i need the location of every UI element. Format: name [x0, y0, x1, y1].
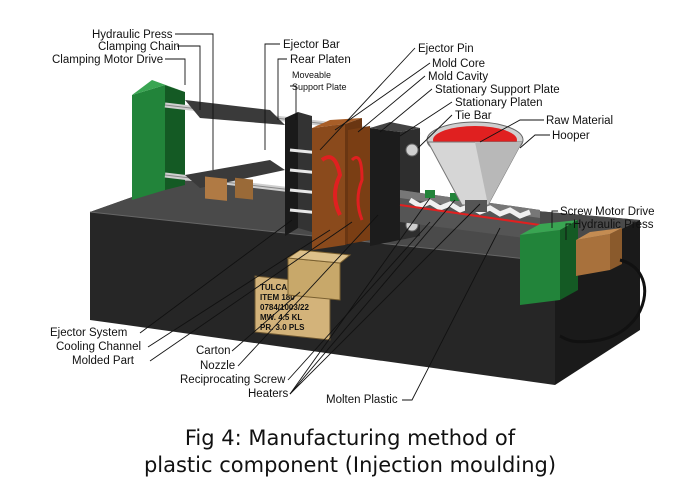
- label-molten-plastic: Molten Plastic: [326, 394, 398, 406]
- carton-box: [286, 249, 352, 301]
- nameplate-line-5: PR. 3.0 PLS: [260, 323, 305, 332]
- label-clamping-chain: Clamping Chain: [98, 41, 180, 53]
- label-tie-bar: Tie Bar: [455, 110, 492, 122]
- clamping-motor-drive: [132, 80, 185, 200]
- hydraulic-press-right: [559, 228, 647, 344]
- label-nozzle: Nozzle: [200, 360, 235, 372]
- stationary-platen: [370, 122, 420, 246]
- clamping-chain: [185, 100, 285, 201]
- label-hydraulic-press-right: Hydraulic Press: [573, 219, 654, 231]
- label-stationary-support-plate: Stationary Support Plate: [435, 84, 560, 96]
- label-mold-cavity: Mold Cavity: [428, 71, 488, 83]
- nameplate-line-3: 0784/1003/22: [260, 303, 309, 312]
- hopper: [426, 121, 524, 212]
- label-reciprocating-screw: Reciprocating Screw: [180, 374, 286, 386]
- label-support-plate: Support Plate: [292, 82, 347, 92]
- figure-caption: Fig 4: Manufacturing method of plastic c…: [0, 425, 700, 479]
- caption-line-2: plastic component (Injection moulding): [143, 453, 557, 477]
- label-molded-part: Molded Part: [72, 355, 135, 367]
- label-rear-platen: Rear Platen: [290, 54, 351, 66]
- label-moveable: Moveable: [292, 70, 331, 80]
- label-hooper: Hooper: [552, 130, 590, 142]
- label-cooling-channel: Cooling Channel: [56, 341, 141, 353]
- label-mold-core: Mold Core: [432, 58, 485, 70]
- rear-platen: [285, 112, 312, 236]
- caption-line-1: Fig 4: Manufacturing method of: [184, 426, 516, 450]
- label-clamping-motor-drive: Clamping Motor Drive: [52, 54, 163, 66]
- label-ejector-pin: Ejector Pin: [418, 43, 474, 55]
- injection-moulding-diagram: TULCAN MOLD ITEM 180 0784/1003/22 MW. 4.…: [50, 29, 655, 406]
- mold-cavity: [348, 126, 370, 244]
- label-heaters: Heaters: [248, 388, 289, 400]
- label-hydraulic-press-left: Hydraulic Press: [92, 29, 173, 41]
- nameplate-line-2: ITEM 180: [260, 293, 295, 302]
- label-stationary-platen: Stationary Platen: [455, 97, 543, 109]
- label-ejector-system: Ejector System: [50, 327, 127, 339]
- screw-motor-drive: [520, 220, 578, 305]
- nameplate-line-4: MW. 4.5 KL: [260, 313, 302, 322]
- label-ejector-bar: Ejector Bar: [283, 39, 340, 51]
- label-carton: Carton: [196, 345, 231, 357]
- label-screw-motor-drive: Screw Motor Drive: [560, 206, 655, 218]
- label-raw-material: Raw Material: [546, 115, 613, 127]
